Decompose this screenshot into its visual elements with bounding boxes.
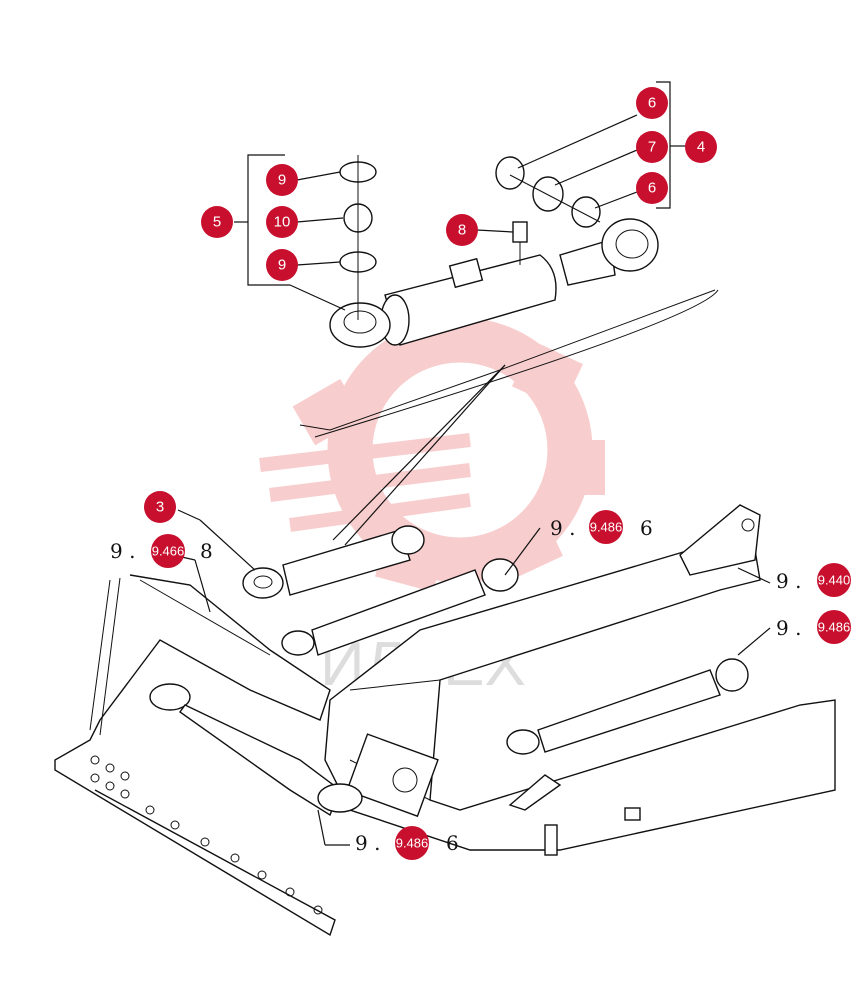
svg-text:8: 8: [200, 539, 213, 563]
svg-text:9: 9: [278, 257, 286, 274]
callout-3[interactable]: 3: [144, 491, 176, 523]
svg-text:6: 6: [648, 180, 656, 197]
dozer-frame: [54, 504, 836, 937]
svg-text:9 .: 9 .: [776, 616, 801, 640]
svg-text:9 .: 9 .: [110, 539, 135, 563]
callout-4[interactable]: 4: [685, 131, 717, 163]
callout-7[interactable]: 7: [636, 131, 668, 163]
callout-9-bottom[interactable]: 9: [266, 249, 298, 281]
ref-label-1[interactable]: 9 . 9.466 8: [110, 534, 213, 568]
svg-text:9 .: 9 .: [550, 516, 575, 540]
svg-text:5: 5: [213, 214, 221, 231]
ref-label-3[interactable]: 9 . 9.440: [776, 563, 851, 597]
svg-text:10: 10: [274, 214, 291, 231]
svg-text:3: 3: [156, 499, 164, 516]
svg-text:4: 4: [697, 139, 705, 156]
svg-text:9.486: 9.486: [590, 520, 623, 535]
svg-text:9.486: 9.486: [396, 836, 429, 851]
callout-6-bottom[interactable]: 6: [636, 172, 668, 204]
svg-text:6: 6: [648, 95, 656, 112]
exploded-cylinder-assembly: [234, 81, 719, 546]
svg-text:9 .: 9 .: [776, 569, 801, 593]
svg-text:6: 6: [640, 516, 653, 540]
ref-label-4[interactable]: 9 . 9.486: [776, 610, 851, 644]
callout-8[interactable]: 8: [446, 214, 478, 246]
callout-10[interactable]: 10: [266, 206, 298, 238]
svg-text:6: 6: [446, 831, 459, 855]
ref-label-2[interactable]: 9 . 9.486 6: [550, 510, 653, 544]
svg-text:9 .: 9 .: [355, 831, 380, 855]
dozer-cylinders: [149, 509, 771, 846]
svg-text:7: 7: [648, 139, 656, 156]
callout-5[interactable]: 5: [201, 206, 233, 238]
svg-text:9: 9: [278, 172, 286, 189]
ref-label-5[interactable]: 9 . 9.486 6: [355, 826, 459, 860]
svg-text:9.486: 9.486: [818, 620, 851, 635]
callout-6-top[interactable]: 6: [636, 87, 668, 119]
svg-text:8: 8: [458, 222, 466, 239]
svg-text:9.466: 9.466: [152, 544, 185, 559]
callout-9-top[interactable]: 9: [266, 164, 298, 196]
svg-text:9.440: 9.440: [818, 573, 851, 588]
